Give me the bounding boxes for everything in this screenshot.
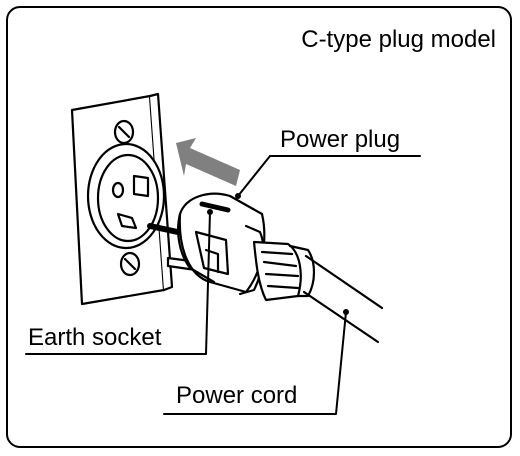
diagram-title: C-type plug model (301, 26, 496, 53)
power-cord-label: Power cord (176, 382, 298, 409)
wall-socket-plate (70, 92, 174, 306)
insert-arrow (176, 138, 240, 186)
leader-lines (25, 155, 421, 415)
earth-socket-label: Earth socket (28, 324, 162, 351)
power-cord-line (302, 254, 384, 344)
power-plug-label: Power plug (280, 126, 401, 153)
power-plug (147, 192, 316, 302)
